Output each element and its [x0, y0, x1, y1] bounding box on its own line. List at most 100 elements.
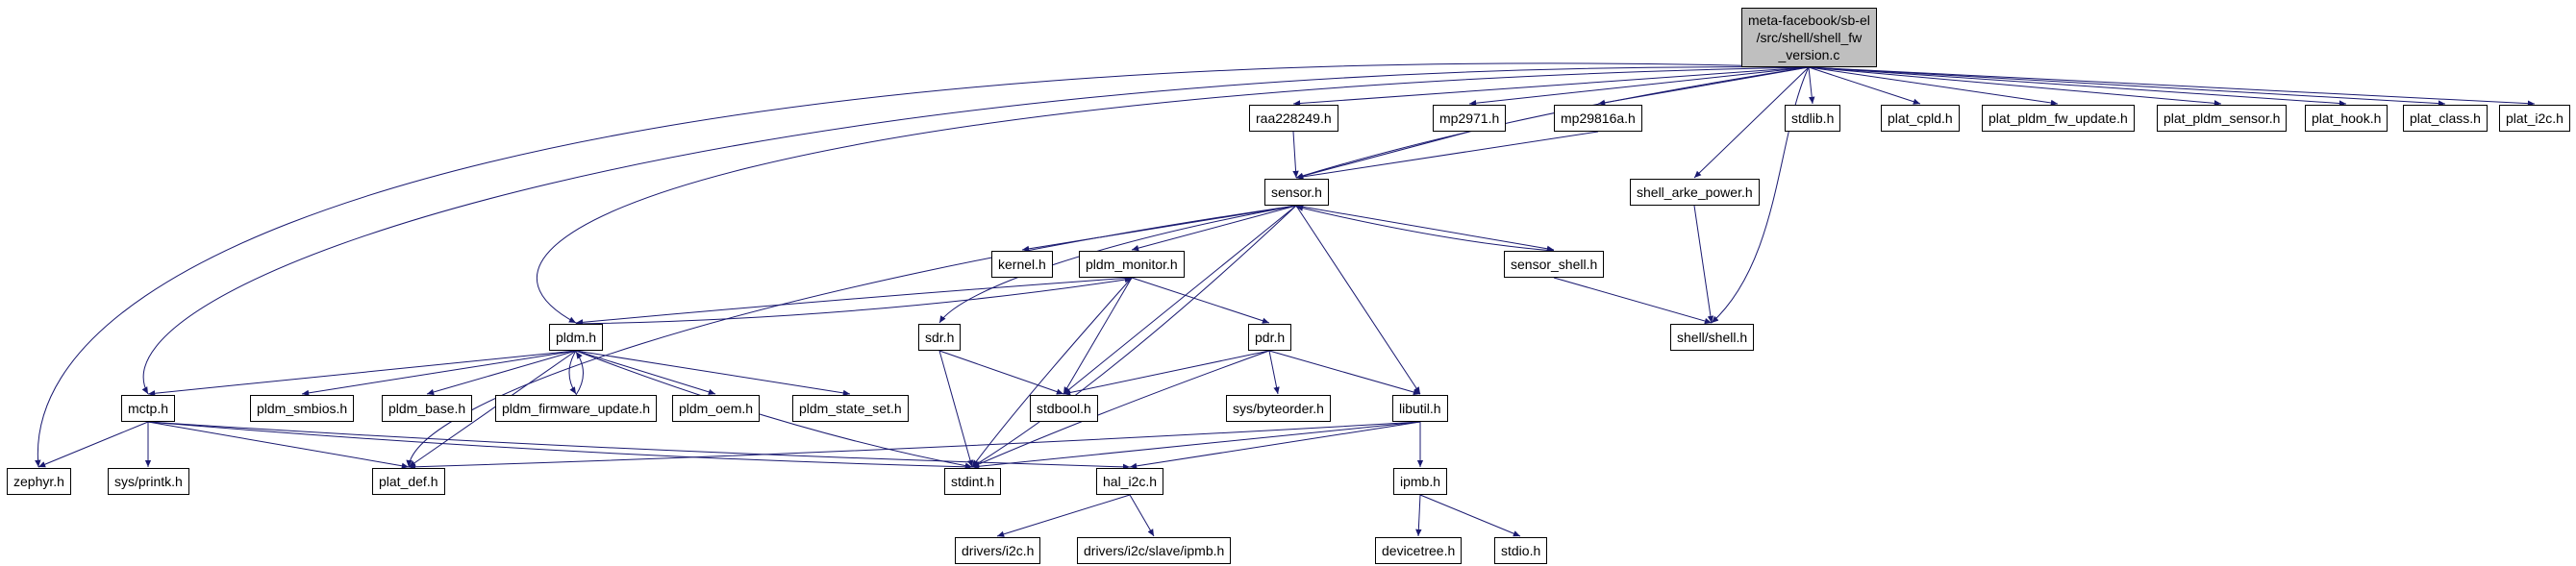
dependency-edge-pldm-pldm_smbios [301, 350, 577, 397]
dependency-edge-pdr-stdint [971, 350, 1270, 468]
graph-node-pldm_smbios[interactable]: pldm_smbios.h [250, 395, 355, 422]
dependency-edge-main-zephyr [35, 62, 1810, 468]
dependency-edge-main-plat_class [1808, 66, 2446, 107]
graph-node-label: sys/printk.h [114, 474, 183, 489]
dependency-edge-mctp-stdint [147, 421, 973, 471]
graph-node-kernel[interactable]: kernel.h [991, 251, 1053, 278]
dependency-edge-pldm-mctp [147, 350, 577, 397]
dependency-edge-ipmb-devicetree [1415, 494, 1422, 537]
graph-node-sys_printk[interactable]: sys/printk.h [108, 468, 189, 495]
dependency-edge-libutil-hal_i2c [1129, 421, 1421, 470]
graph-node-mctp[interactable]: mctp.h [121, 395, 176, 422]
graph-node-label: pdr.h [1255, 330, 1286, 345]
dependency-edge-sensor-pldm_monitor [1131, 205, 1297, 252]
dependency-edge-main-sensor [1295, 66, 1810, 179]
graph-node-label: mp2971.h [1439, 111, 1500, 126]
graph-node-pldm_state_set[interactable]: pldm_state_set.h [792, 395, 909, 422]
graph-node-sys_byteorder[interactable]: sys/byteorder.h [1226, 395, 1331, 422]
graph-node-plat_class[interactable]: plat_class.h [2403, 105, 2488, 132]
dependency-edge-main-pldm [536, 66, 1810, 324]
dependency-edge-pldm-stdint [575, 350, 973, 469]
graph-node-stdlib[interactable]: stdlib.h [1785, 105, 1841, 132]
graph-node-zephyr[interactable]: zephyr.h [7, 468, 71, 495]
dependency-edge-pdr-libutil [1268, 350, 1421, 396]
dependency-edge-main-plat_hook [1808, 66, 2347, 107]
graph-node-mp2971[interactable]: mp2971.h [1433, 105, 1507, 132]
dependency-edge-pdr-stdbool [1063, 350, 1270, 396]
graph-node-mp29816a[interactable]: mp29816a.h [1554, 105, 1642, 132]
dependency-edge-pldm-plat_def [408, 350, 577, 468]
graph-node-label: drivers/i2c.h [962, 543, 1035, 558]
dependency-edge-main-shell_arke_power [1693, 66, 1810, 179]
graph-node-label: pldm_base.h [388, 401, 466, 416]
graph-node-label: ipmb.h [1400, 474, 1441, 489]
dependency-edge-sdr-stdint [938, 350, 974, 468]
graph-node-label: pldm_oem.h [679, 401, 754, 416]
graph-node-plat_hook[interactable]: plat_hook.h [2305, 105, 2388, 132]
graph-node-hal_i2c[interactable]: hal_i2c.h [1096, 468, 1164, 495]
graph-node-label: /src/shell/shell_fw [1756, 30, 1863, 45]
graph-node-pldm_oem[interactable]: pldm_oem.h [672, 395, 761, 422]
graph-node-label: sensor_shell.h [1511, 257, 1598, 272]
dependency-edge-pldm_monitor-stdint [971, 277, 1133, 468]
graph-node-drivers_i2c_slave_ipmb[interactable]: drivers/i2c/slave/ipmb.h [1077, 537, 1232, 564]
graph-node-raa228249[interactable]: raa228249.h [1249, 105, 1338, 132]
graph-node-pldm_base[interactable]: pldm_base.h [382, 395, 473, 422]
graph-node-label: stdio.h [1501, 543, 1541, 558]
graph-node-label: mctp.h [128, 401, 169, 416]
dependency-edge-shell_arke_power-shell_shell [1693, 205, 1714, 324]
dependency-edge-libutil-stdint [971, 421, 1421, 470]
dependency-edge-sensor-stdbool [1063, 205, 1297, 395]
graph-node-label: devicetree.h [1382, 543, 1456, 558]
graph-node-stdint[interactable]: stdint.h [944, 468, 1002, 495]
dependency-edge-pldm-pldm_oem [575, 350, 716, 395]
dependency-edge-pldm-pldm_state_set [575, 350, 851, 397]
graph-node-sensor[interactable]: sensor.h [1264, 179, 1329, 206]
graph-node-label: hal_i2c.h [1103, 474, 1158, 489]
graph-node-pldm_monitor[interactable]: pldm_monitor.h [1079, 251, 1185, 278]
graph-node-label: sensor.h [1271, 185, 1322, 200]
graph-node-plat_i2c[interactable]: plat_i2c.h [2499, 105, 2570, 132]
dependency-edge-pldm_monitor-stdbool [1063, 277, 1133, 395]
graph-node-plat_cpld[interactable]: plat_cpld.h [1881, 105, 1960, 132]
dependency-edge-main-mctp [141, 66, 1810, 395]
graph-node-stdbool[interactable]: stdbool.h [1030, 395, 1098, 422]
graph-node-label: pldm_monitor.h [1086, 257, 1178, 272]
graph-node-shell_arke_power[interactable]: shell_arke_power.h [1630, 179, 1760, 206]
graph-node-libutil[interactable]: libutil.h [1392, 395, 1448, 422]
dependency-edge-sensor-sensor_shell [1295, 205, 1555, 252]
graph-node-label: plat_hook.h [2312, 111, 2382, 126]
graph-node-shell_shell[interactable]: shell/shell.h [1670, 324, 1755, 351]
graph-node-devicetree[interactable]: devicetree.h [1375, 537, 1463, 564]
graph-node-sensor_shell[interactable]: sensor_shell.h [1504, 251, 1605, 278]
graph-node-label: pldm_smbios.h [257, 401, 348, 416]
dependency-edge-sensor-sdr [938, 205, 1297, 324]
graph-node-label: sys/byteorder.h [1233, 401, 1324, 416]
graph-node-pldm[interactable]: pldm.h [549, 324, 604, 351]
dependency-edge-sensor-stdint [971, 205, 1297, 468]
graph-node-drivers_i2c[interactable]: drivers/i2c.h [955, 537, 1041, 564]
graph-node-plat_pldm_sensor[interactable]: plat_pldm_sensor.h [2157, 105, 2288, 132]
dependency-edge-sensor-plat_def [406, 205, 1297, 468]
graph-node-sdr[interactable]: sdr.h [918, 324, 962, 351]
graph-node-pldm_firmware_update[interactable]: pldm_firmware_update.h [495, 395, 658, 422]
graph-node-label: shell/shell.h [1677, 330, 1748, 345]
dependency-edge-mp2971-sensor [1295, 131, 1470, 180]
dependency-edge-main-plat_cpld [1808, 66, 1921, 105]
graph-node-ipmb[interactable]: ipmb.h [1393, 468, 1448, 495]
graph-node-stdio[interactable]: stdio.h [1494, 537, 1548, 564]
dependency-edge-main-raa228249 [1292, 66, 1810, 107]
dependency-edge-raa228249-sensor [1292, 131, 1299, 179]
dependency-edge-main-mp2971 [1468, 66, 1810, 107]
graph-node-plat_pldm_fw_update[interactable]: plat_pldm_fw_update.h [1982, 105, 2135, 132]
graph-node-pdr[interactable]: pdr.h [1248, 324, 1292, 351]
graph-node-label: sdr.h [925, 330, 955, 345]
graph-node-label: libutil.h [1399, 401, 1441, 416]
dependency-edge-mctp-zephyr [38, 421, 149, 468]
graph-node-plat_def[interactable]: plat_def.h [372, 468, 445, 495]
dependency-edge-ipmb-stdio [1419, 494, 1521, 537]
graph-node-label: plat_cpld.h [1888, 111, 1953, 126]
graph-node-label: kernel.h [998, 257, 1046, 272]
graph-node-label: drivers/i2c/slave/ipmb.h [1084, 543, 1225, 558]
dependency-edge-mctp-plat_def [147, 421, 410, 469]
